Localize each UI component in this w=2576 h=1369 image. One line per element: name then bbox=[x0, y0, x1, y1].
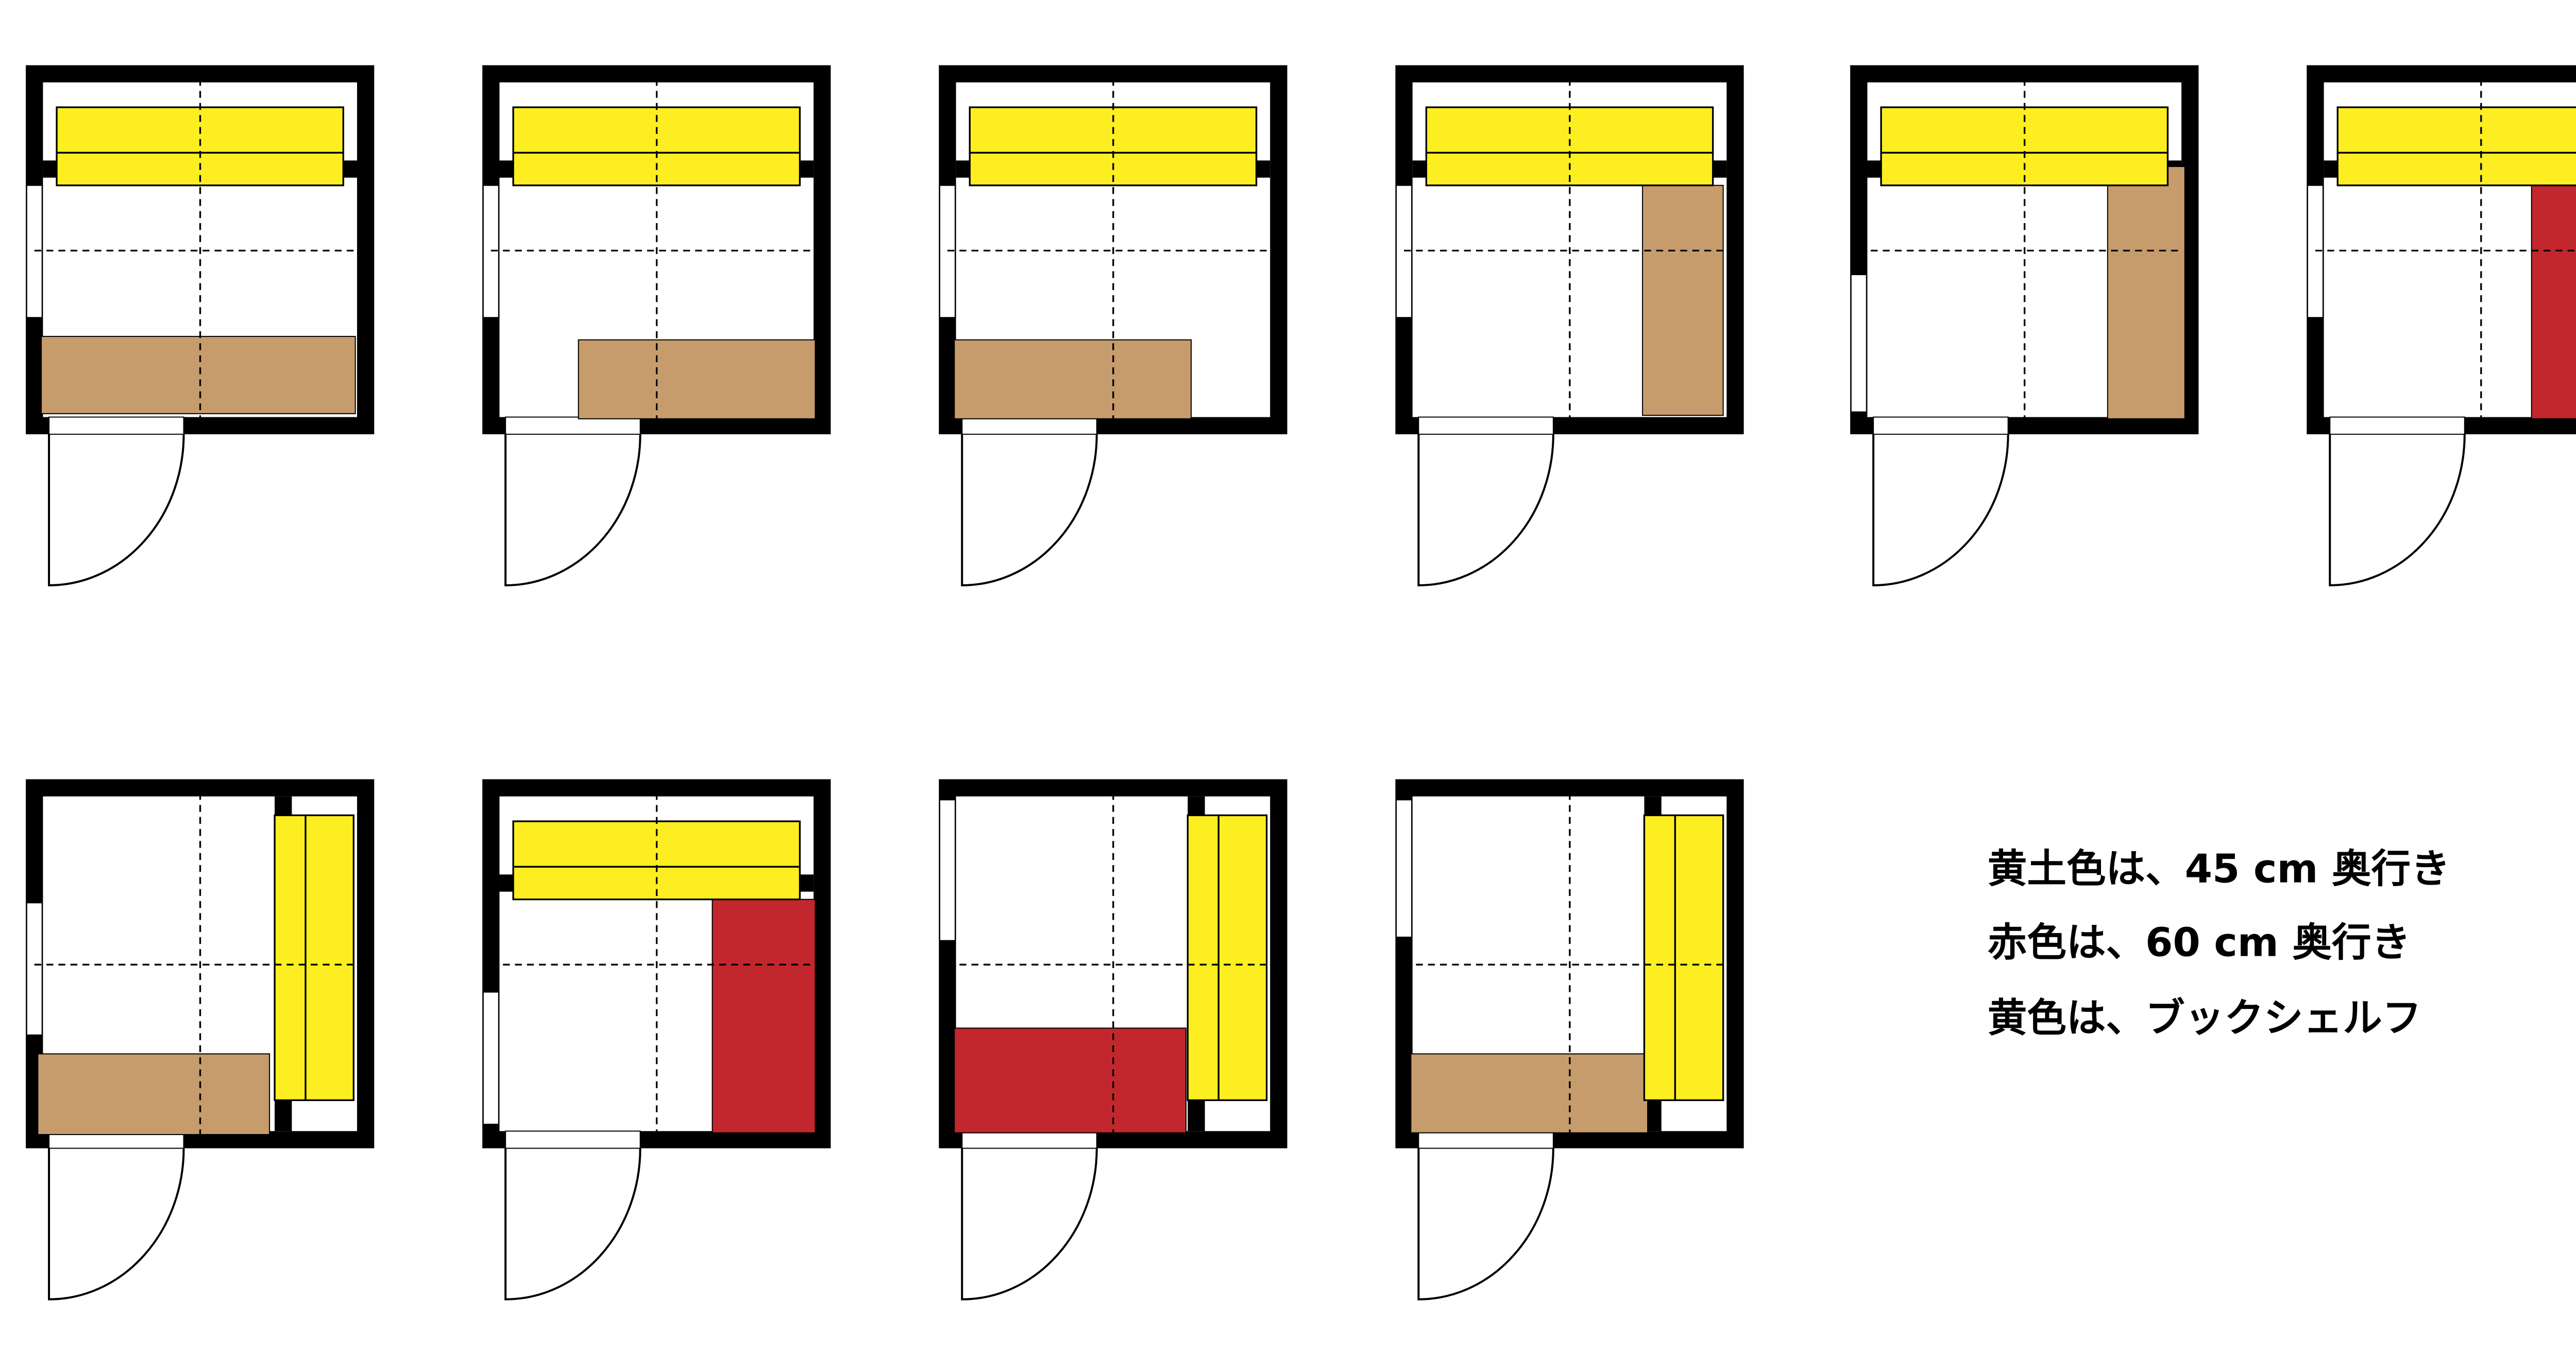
door-opening bbox=[48, 416, 184, 435]
door-opening bbox=[1418, 416, 1554, 435]
window bbox=[26, 902, 43, 1036]
door-opening bbox=[961, 1130, 1097, 1149]
closet-wall-stub bbox=[1644, 796, 1662, 816]
bookshelf bbox=[2336, 151, 2576, 187]
floor-plan-9 bbox=[939, 779, 1287, 1300]
floor-plan-8 bbox=[482, 779, 831, 1300]
door-opening bbox=[505, 416, 641, 435]
closet-wall-stub bbox=[275, 1100, 292, 1131]
window bbox=[939, 799, 956, 941]
desk-45cm bbox=[2107, 166, 2185, 419]
door-swing bbox=[2329, 434, 2466, 586]
legend-line-yellow: 黄色は、ブックシェルフ bbox=[1988, 995, 2422, 1041]
desk-45cm bbox=[1410, 1053, 1649, 1134]
door-swing bbox=[1417, 1148, 1554, 1300]
desk-60cm bbox=[954, 1027, 1187, 1134]
closet-wall-stub bbox=[1188, 796, 1205, 816]
bookshelf bbox=[2336, 106, 2576, 154]
door-opening bbox=[505, 1130, 641, 1149]
floor-plan-5 bbox=[1850, 65, 2199, 586]
legend-line-ochre: 黄土色は、45 cm 奥行き bbox=[1988, 846, 2450, 892]
door-swing bbox=[48, 1148, 185, 1300]
desk-45cm bbox=[1642, 184, 1724, 416]
floor-plan-grid bbox=[26, 65, 2576, 1300]
floor-plan-7 bbox=[26, 779, 375, 1300]
door-swing bbox=[1417, 434, 1554, 586]
closet-wall-stub bbox=[1188, 1100, 1205, 1131]
floor-plan-2 bbox=[482, 65, 831, 586]
window bbox=[1396, 799, 1413, 938]
window bbox=[482, 991, 499, 1125]
door-swing bbox=[48, 434, 185, 586]
floor-plan-1 bbox=[26, 65, 375, 586]
floor-plan-3 bbox=[939, 65, 1287, 586]
closet-wall-stub bbox=[275, 796, 292, 816]
door-opening bbox=[961, 416, 1097, 435]
desk-60cm bbox=[2531, 166, 2576, 419]
bookshelf bbox=[1643, 814, 1676, 1101]
desk-45cm bbox=[954, 339, 1192, 419]
floor-plan-6 bbox=[2307, 65, 2576, 586]
door-swing bbox=[1872, 434, 2009, 586]
floor-plan-10 bbox=[1395, 779, 1744, 1300]
door-swing bbox=[504, 1148, 641, 1300]
door-opening bbox=[1418, 1130, 1554, 1149]
bookshelf bbox=[274, 814, 307, 1101]
door-swing bbox=[504, 434, 641, 586]
window bbox=[1850, 274, 1867, 413]
desk-60cm bbox=[711, 899, 816, 1134]
legend: 黄土色は、45 cm 奥行き 赤色は、60 cm 奥行き 黄色は、ブックシェルフ bbox=[1988, 846, 2450, 1041]
door-opening bbox=[2329, 416, 2465, 435]
bookshelf bbox=[1674, 814, 1724, 1101]
floor-plan-4 bbox=[1395, 65, 1744, 586]
desk-45cm bbox=[37, 1053, 270, 1135]
door-opening bbox=[1873, 416, 2009, 435]
bookshelf bbox=[1187, 814, 1219, 1101]
bookshelf bbox=[304, 814, 355, 1101]
desk-45cm bbox=[578, 339, 816, 419]
desk-45cm bbox=[41, 335, 356, 414]
door-swing bbox=[961, 1148, 1098, 1300]
legend-line-red: 赤色は、60 cm 奥行き bbox=[1988, 920, 2411, 966]
bookshelf bbox=[1217, 814, 1268, 1101]
door-swing bbox=[961, 434, 1098, 586]
